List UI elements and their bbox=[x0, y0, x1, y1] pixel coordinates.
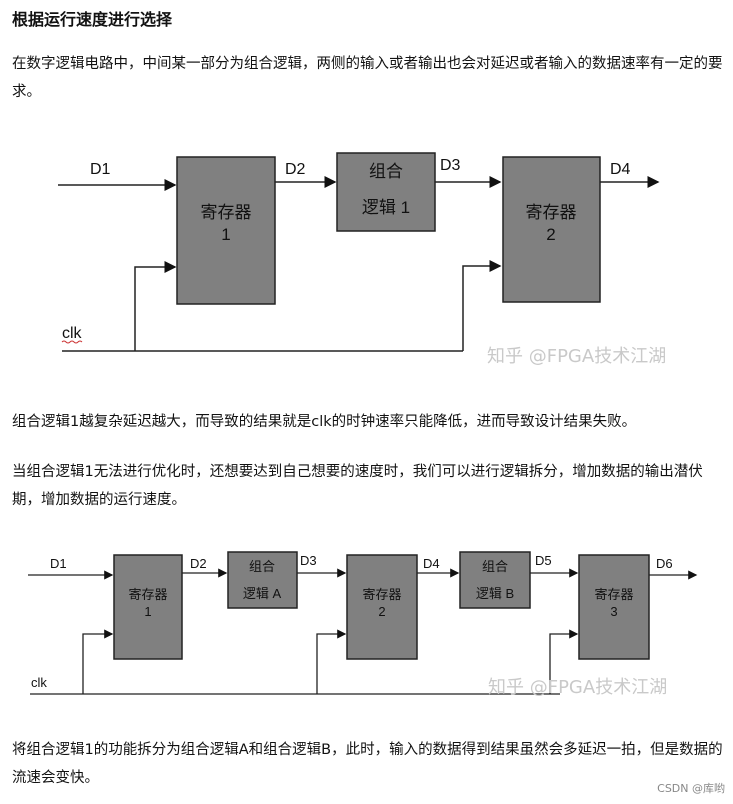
svg-text:寄存器: 寄存器 bbox=[128, 587, 167, 602]
register-1-box bbox=[113, 554, 183, 660]
clk-label: clk bbox=[31, 675, 47, 690]
svg-text:寄存器: 寄存器 bbox=[594, 587, 633, 602]
svg-text:组合: 组合 bbox=[482, 559, 508, 574]
register-2-box bbox=[346, 554, 418, 660]
signal-d1: D1 bbox=[90, 161, 111, 178]
register-1-number: 1 bbox=[221, 225, 230, 244]
section-heading: 根据运行速度进行选择 bbox=[12, 10, 173, 29]
svg-text:3: 3 bbox=[610, 604, 617, 619]
watermark: 知乎 @FPGA技术江湖 bbox=[488, 677, 667, 698]
csdn-watermark: CSDN @库哟 bbox=[657, 782, 725, 795]
logic-b-box bbox=[459, 551, 531, 609]
svg-text:2: 2 bbox=[378, 604, 385, 619]
register-1-title: 寄存器 bbox=[201, 203, 252, 222]
signal-d4: D4 bbox=[423, 556, 440, 571]
diagram-split-logic: 寄存器 1 组合 逻辑 A 寄存器 2 组合 逻辑 B 寄存器 3 D1 D2 … bbox=[28, 551, 698, 698]
register-2-title: 寄存器 bbox=[526, 203, 577, 222]
signal-d6: D6 bbox=[656, 556, 673, 571]
intro-paragraph: 在数字逻辑电路中，中间某一部分为组合逻辑，两侧的输入或者输出也会对延迟或者输入的… bbox=[12, 56, 723, 100]
watermark: 知乎 @FPGA技术江湖 bbox=[487, 346, 666, 367]
clk-to-reg2 bbox=[462, 260, 502, 351]
register-2-box bbox=[502, 156, 601, 303]
logic-1-label: 逻辑 1 bbox=[362, 198, 410, 217]
signal-d1: D1 bbox=[50, 556, 67, 571]
svg-text:逻辑 B: 逻辑 B bbox=[476, 586, 514, 601]
paragraph-2: 组合逻辑1越复杂延迟越大，而导致的结果就是clk的时钟速率只能降低，进而导致设计… bbox=[12, 414, 637, 430]
clk-to-reg1 bbox=[134, 261, 177, 351]
logic-a-box bbox=[227, 551, 298, 609]
clk-label: clk bbox=[62, 325, 83, 342]
svg-text:组合: 组合 bbox=[249, 559, 275, 574]
signal-d2: D2 bbox=[285, 161, 306, 178]
paragraph-4: 将组合逻辑1的功能拆分为组合逻辑A和组合逻辑B，此时，输入的数据得到结果虽然会多… bbox=[12, 742, 723, 786]
register-2-number: 2 bbox=[546, 225, 555, 244]
svg-text:寄存器: 寄存器 bbox=[362, 587, 401, 602]
logic-1-box bbox=[336, 152, 436, 232]
svg-text:1: 1 bbox=[144, 604, 151, 619]
logic-1-title: 组合 bbox=[369, 162, 403, 181]
svg-text:逻辑 A: 逻辑 A bbox=[243, 586, 282, 601]
signal-d3: D3 bbox=[440, 157, 461, 174]
diagram-single-logic: 寄存器 1 组合 逻辑 1 寄存器 2 D1 D2 D3 D4 clk 知乎 @… bbox=[58, 152, 666, 367]
signal-d5: D5 bbox=[535, 553, 552, 568]
signal-d2: D2 bbox=[190, 556, 207, 571]
paragraph-3: 当组合逻辑1无法进行优化时，还想要达到自己想要的速度时，我们可以进行逻辑拆分，增… bbox=[12, 464, 703, 508]
signal-d3: D3 bbox=[300, 553, 317, 568]
register-3-box bbox=[578, 554, 650, 660]
register-1-box bbox=[176, 156, 276, 305]
spell-underline bbox=[61, 340, 83, 344]
signal-d4: D4 bbox=[610, 161, 631, 178]
